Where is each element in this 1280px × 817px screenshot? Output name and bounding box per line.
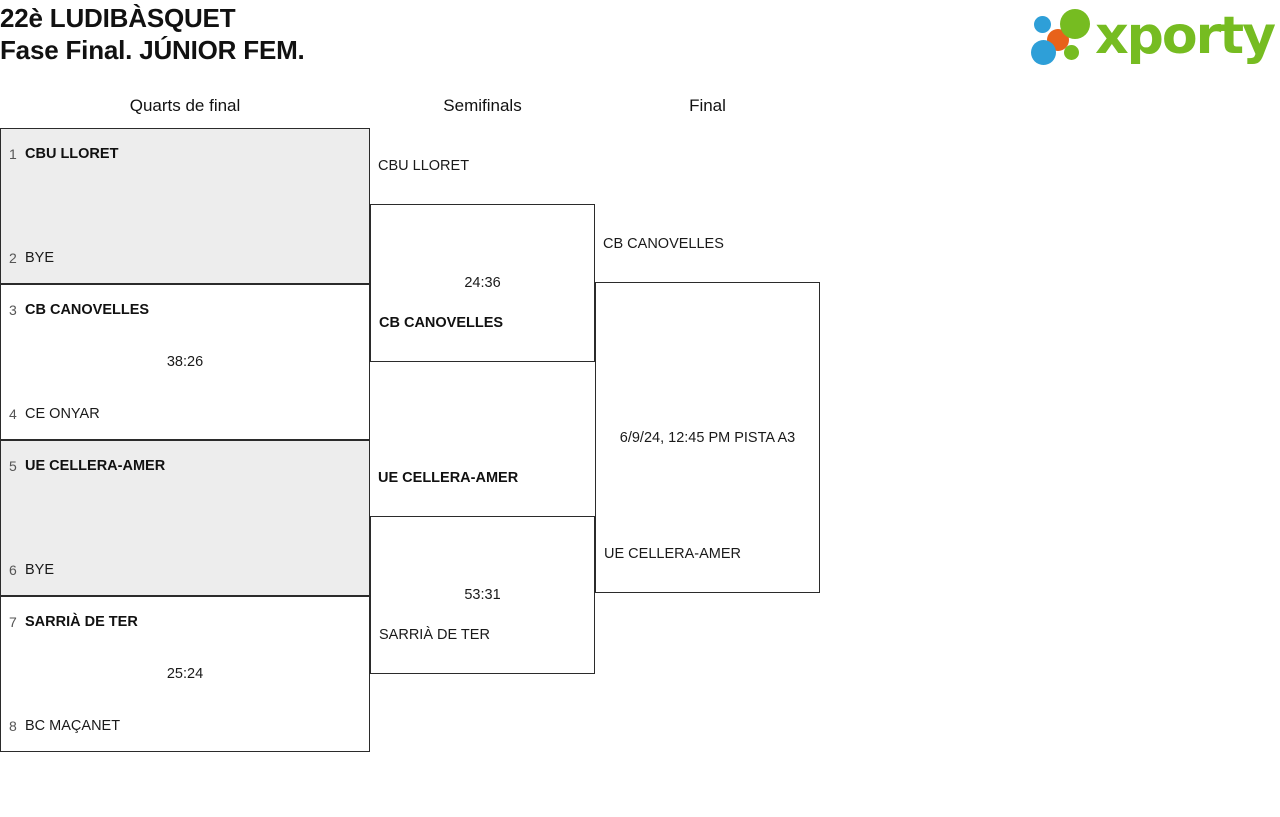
match-slot-top[interactable]: 1 CBU LLORET	[1, 141, 369, 167]
seed-number: 2	[9, 250, 17, 266]
seed-number: 1	[9, 146, 17, 162]
seed-number: 8	[9, 718, 17, 734]
tournament-title: 22è LUDIBÀSQUET	[0, 3, 236, 33]
semifinal-2-slot-top[interactable]: UE CELLERA-AMER	[370, 465, 595, 491]
match-slot-top[interactable]: 7 SARRIÀ DE TER	[1, 609, 369, 635]
match-quarterfinal-4[interactable]: 7 SARRIÀ DE TER 25:24 8 BC MAÇANET	[0, 596, 370, 752]
match-semifinal-2[interactable]: 53:31 SARRIÀ DE TER	[370, 516, 595, 674]
round-header-final: Final	[689, 96, 726, 115]
team-name: CB CANOVELLES	[25, 302, 150, 318]
logo-wordmark: xporty	[1095, 6, 1276, 66]
final-slot-top[interactable]: CB CANOVELLES	[595, 231, 820, 257]
team-name: CBU LLORET	[378, 158, 470, 174]
match-quarterfinal-1[interactable]: 1 CBU LLORET 2 BYE	[0, 128, 370, 284]
logo-dot-blue-large-icon	[1031, 40, 1057, 65]
round-header-quarterfinals: Quarts de final	[129, 96, 241, 115]
page-header: 22è LUDIBÀSQUET Fase Final. JÚNIOR FEM. …	[0, 0, 1280, 80]
team-name: CB CANOVELLES	[379, 315, 504, 331]
team-name: CBU LLORET	[25, 146, 119, 162]
match-quarterfinal-2[interactable]: 3 CB CANOVELLES 38:26 4 CE ONYAR	[0, 284, 370, 440]
team-name: CE ONYAR	[25, 406, 100, 422]
logo-dot-green-small-icon	[1064, 45, 1080, 60]
tournament-subtitle: Fase Final. JÚNIOR FEM.	[0, 35, 305, 65]
match-schedule: 6/9/24, 12:45 PM PISTA A3	[619, 429, 796, 446]
team-name: UE CELLERA-AMER	[25, 458, 166, 474]
team-name: SARRIÀ DE TER	[25, 614, 138, 630]
semifinal-1-slot-top[interactable]: CBU LLORET	[370, 153, 595, 179]
seed-number: 4	[9, 406, 17, 422]
match-slot-top[interactable]: 3 CB CANOVELLES	[1, 297, 369, 323]
match-slot-bottom[interactable]: 4 CE ONYAR	[1, 401, 369, 427]
round-header-semifinals: Semifinals	[443, 96, 522, 115]
match-score: 38:26	[166, 354, 204, 370]
logo-dot-green-large-icon	[1060, 9, 1091, 39]
match-slot-bottom[interactable]: 2 BYE	[1, 245, 369, 271]
team-name: BC MAÇANET	[25, 718, 121, 734]
seed-number: 6	[9, 562, 17, 578]
team-name: UE CELLERA-AMER	[378, 470, 519, 486]
match-slot-bottom[interactable]: UE CELLERA-AMER	[596, 541, 819, 567]
team-name: CB CANOVELLES	[603, 236, 724, 252]
match-quarterfinal-3[interactable]: 5 UE CELLERA-AMER 6 BYE	[0, 440, 370, 596]
seed-number: 5	[9, 458, 17, 474]
xporty-logo[interactable]: xporty	[1031, 4, 1276, 68]
match-slot-bottom[interactable]: CB CANOVELLES	[371, 310, 594, 336]
match-score: 53:31	[464, 587, 501, 603]
round-headers: Quarts de final Semifinals Final	[0, 94, 1280, 122]
team-name: UE CELLERA-AMER	[604, 546, 741, 562]
seed-number: 3	[9, 302, 17, 318]
match-score: 24:36	[464, 275, 501, 291]
match-slot-top[interactable]: 5 UE CELLERA-AMER	[1, 453, 369, 479]
match-slot-bottom[interactable]: 6 BYE	[1, 557, 369, 583]
match-slot-bottom[interactable]: 8 BC MAÇANET	[1, 713, 369, 739]
page-title: 22è LUDIBÀSQUET Fase Final. JÚNIOR FEM.	[0, 2, 305, 66]
seed-number: 7	[9, 614, 17, 630]
match-final[interactable]: 6/9/24, 12:45 PM PISTA A3 UE CELLERA-AME…	[595, 282, 820, 593]
team-name: BYE	[25, 250, 55, 266]
team-name: SARRIÀ DE TER	[379, 627, 490, 643]
logo-dots-icon	[1031, 7, 1093, 65]
team-name: BYE	[25, 562, 55, 578]
match-score: 25:24	[166, 666, 204, 682]
match-slot-bottom[interactable]: SARRIÀ DE TER	[371, 622, 594, 648]
match-semifinal-1[interactable]: 24:36 CB CANOVELLES	[370, 204, 595, 362]
logo-dot-blue-small-icon	[1034, 16, 1052, 33]
